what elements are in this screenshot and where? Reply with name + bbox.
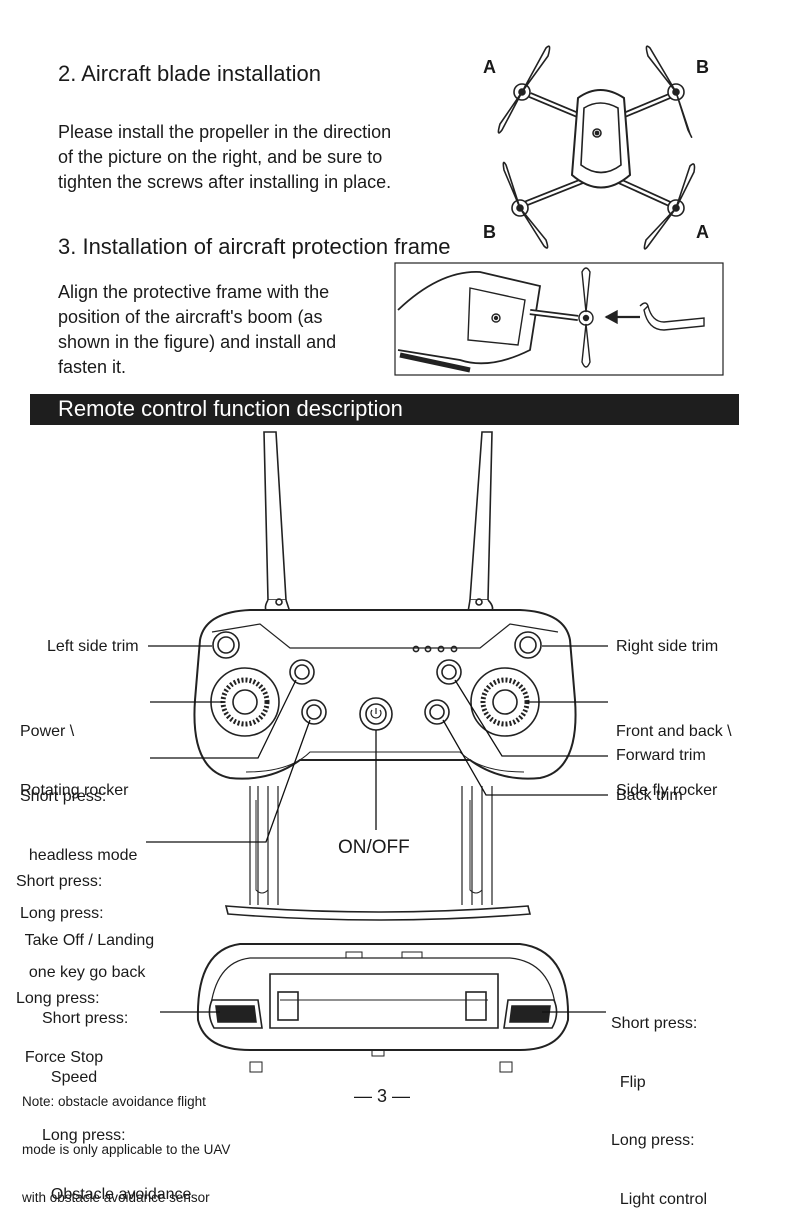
label-line: headless mode [20,846,138,864]
prop-label-bottom-left: B [483,222,496,242]
page-number: — 3 — [354,1086,411,1106]
section3-line: position of the aircraft's boom (as [58,307,323,327]
section-banner: Remote control function description [30,394,739,425]
label-line: Front and back \ [616,723,732,740]
label-line: Short press: [42,1010,129,1027]
label-line: Flip [611,1073,646,1091]
section3-paragraph: Align the protective frame with the posi… [58,280,336,380]
section3-title: 3. Installation of aircraft protection f… [58,234,451,259]
label-on-off: ON/OFF [338,837,410,858]
note-line: Note: obstacle avoidance flight [22,1094,206,1109]
section2-paragraph: Please install the propeller in the dire… [58,120,391,195]
section2-line: of the picture on the right, and be sure… [58,147,383,167]
label-line: Long press: [20,905,104,922]
prop-label-top-right: B [696,57,709,77]
label-line: Side fly rocker [616,781,718,799]
banner-title: Remote control function description [58,396,403,421]
label-power-rotating: Power \ Rotating rocker [20,683,129,820]
illustrations: A B B A [146,45,724,1073]
label-headless: Short press: headless mode Long press: o… [20,748,145,1002]
section3-line: Align the protective frame with the [58,282,330,302]
note: Note: obstacle avoidance flight mode is … [22,1062,230,1222]
section2-line: tighten the screws after installing in p… [58,172,392,192]
label-line: Speed [42,1068,98,1086]
section2-title: 2. Aircraft blade installation [58,61,321,86]
label-front-back: Front and back \ Side fly rocker [616,683,732,820]
note-line: mode is only applicable to the UAV [22,1142,231,1157]
section3-line: fasten it. [58,357,127,377]
label-forward-trim: Forward trim [616,747,706,764]
label-takeoff: Short press: Take Off / Landing Long pre… [16,833,154,1087]
label-line: Power \ [20,723,75,740]
protection-frame-diagram [394,262,724,376]
label-line: Long press: [16,990,100,1007]
prop-label-top-left: A [483,57,496,77]
label-back-trim: Back trim [616,787,683,804]
label-line: Short press: [20,788,107,805]
label-flip: Short press: Flip Long press: Light cont… [611,975,707,1229]
section2-line: Please install the propeller in the dire… [58,122,392,142]
prop-label-bottom-right: A [696,222,709,242]
label-line: one key go back [20,963,146,981]
label-line: Long press: [611,1132,695,1149]
controller-top-diagram [196,943,570,1073]
leader-lines [146,645,608,1013]
label-line: Short press: [611,1015,698,1032]
label-line: Take Off / Landing [16,931,155,949]
controller-diagram [193,431,577,921]
label-left-side-trim: Left side trim [47,638,139,655]
label-line: Rotating rocker [20,781,129,799]
note-line: with obstacle avoidance sensor [22,1190,210,1205]
drone-propeller-diagram [497,45,696,250]
label-line: Light control [611,1190,708,1208]
label-right-side-trim: Right side trim [616,638,719,655]
label-line: Short press: [16,873,103,890]
section3-line: shown in the figure) and install and [58,332,337,352]
label-line: Force Stop [16,1048,104,1066]
